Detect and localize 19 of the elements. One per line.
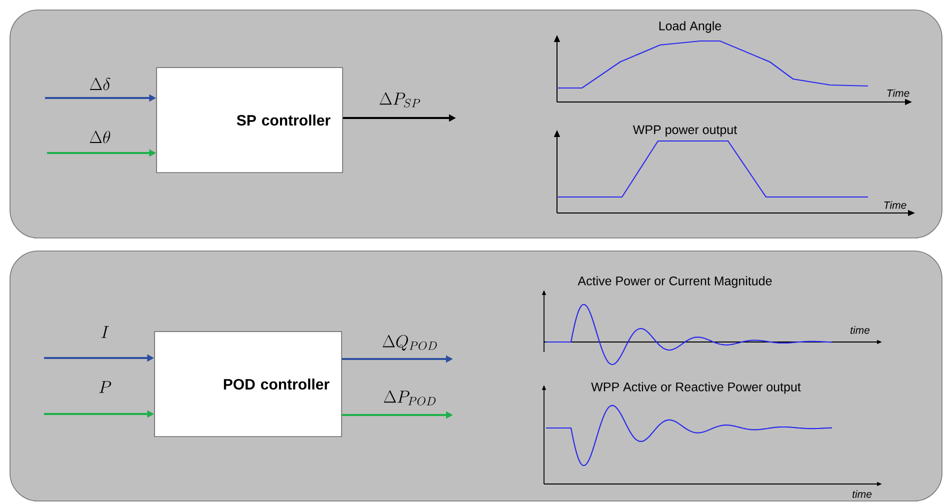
axis-label: Time	[887, 89, 910, 97]
edge-label: $\Delta Q_{POD}$	[382, 335, 437, 351]
edge-label: $\Delta P_{SP}$	[380, 92, 420, 108]
axis-label: time	[850, 326, 870, 334]
edge-label: $\Delta\delta$	[90, 78, 110, 90]
chart-title: WPP power output	[632, 125, 737, 137]
controller-box: POD controller	[154, 331, 342, 437]
edge-label: $P$	[99, 381, 112, 393]
edge-label: $\Delta\theta$	[90, 130, 110, 144]
panel-background	[10, 250, 942, 502]
chart-title: Active Power or Current Magnitude	[578, 276, 772, 288]
edge-label: $I$	[101, 326, 109, 338]
edge-label: $\Delta P_{POD}$	[384, 390, 436, 406]
controller-box: SP controller	[156, 67, 343, 173]
chart-title: Load Angle	[659, 21, 722, 33]
panel-background	[10, 10, 942, 238]
axis-label: time	[852, 490, 872, 498]
axis-label: Time	[884, 201, 906, 209]
chart-title: WPP Active or Reactive Power output	[591, 382, 801, 394]
